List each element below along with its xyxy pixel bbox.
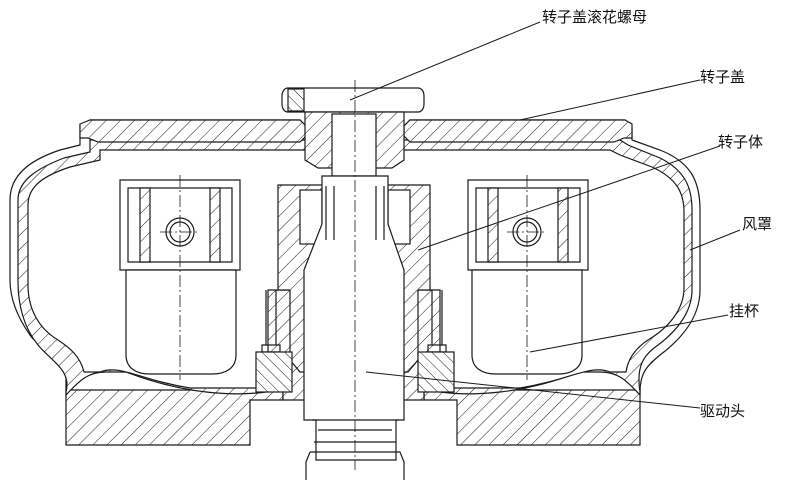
leader-nut: [349, 21, 541, 101]
rotor-cover-right: [403, 119, 633, 143]
leader-shield: [689, 229, 741, 251]
right-screw-block: [417, 351, 455, 393]
leader-drive: [365, 371, 701, 409]
nut-bore: [331, 113, 377, 177]
label-wind-shield: 风罩: [742, 215, 773, 233]
label-drive-head: 驱动头: [700, 402, 746, 420]
label-knurled-nut: 转子盖滚花螺母: [542, 8, 648, 26]
left-bucket-frame-hatch: [139, 187, 221, 263]
housing-base: [65, 389, 284, 446]
left-bucket: [125, 269, 237, 375]
label-rotor-cover: 转子盖: [700, 68, 746, 86]
leader-bucket: [529, 314, 729, 353]
housing-base-right: [423, 389, 641, 446]
leader-rotor: [417, 145, 721, 251]
left-screw-block: [255, 351, 293, 393]
right-bucket-frame-hatch: [487, 187, 569, 263]
label-bucket: 挂杯: [729, 302, 760, 320]
label-rotor-body: 转子体: [718, 133, 764, 151]
rotor-cover: [79, 119, 307, 143]
leader-cover: [519, 79, 701, 121]
knurl-band: [287, 88, 305, 112]
drive-bolts: [325, 186, 385, 240]
knurled-nut: [281, 87, 425, 113]
right-bucket-frame: [467, 179, 589, 271]
drive-head: [303, 175, 405, 461]
left-bucket-frame: [119, 179, 241, 271]
